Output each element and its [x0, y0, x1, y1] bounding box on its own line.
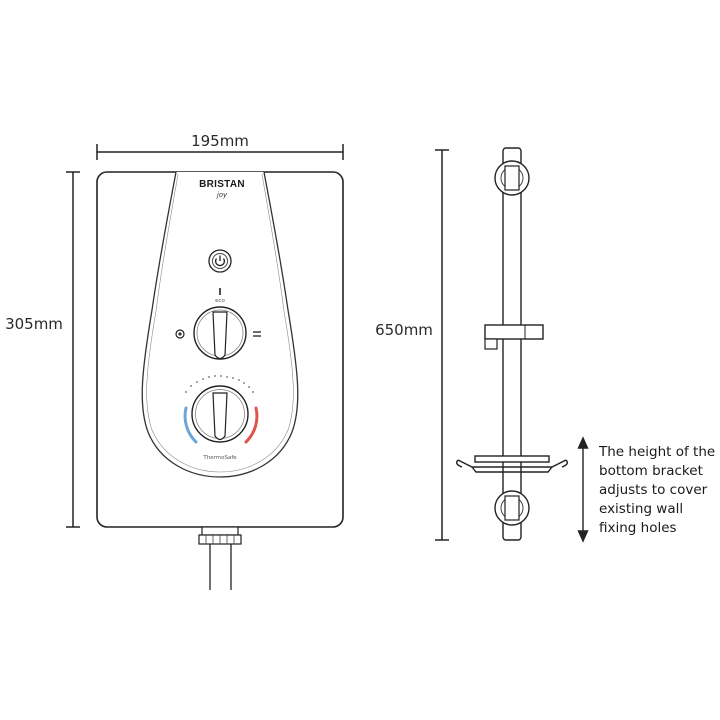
model-name: joy: [216, 191, 228, 199]
adjust-arrow-icon: [577, 436, 589, 543]
full-power-icon: [253, 331, 261, 337]
power-button[interactable]: [208, 249, 232, 273]
temperature-knob[interactable]: [191, 385, 249, 443]
top-bracket: [494, 160, 530, 196]
teardrop-inner: [146, 173, 294, 473]
bottom-bracket: [494, 490, 530, 526]
soap-dish: [455, 455, 569, 473]
power-icon: [214, 255, 226, 267]
inlet-connector: [198, 526, 242, 590]
note-line-4: existing wall: [599, 501, 683, 517]
cold-indicator-icon: [175, 329, 185, 339]
note-line-5: fixing holes: [599, 520, 677, 536]
bracket-note: The height of the bottom bracket adjusts…: [598, 444, 715, 536]
rail-bar: [502, 147, 522, 541]
note-line-2: bottom bracket: [599, 463, 703, 479]
riser-rail: [455, 147, 569, 541]
thermosafe-logo: ThermoSafe: [202, 455, 237, 461]
temperature-arc-hot: [244, 406, 259, 444]
rail-height-dimension: [435, 149, 449, 541]
height-label: 305mm: [5, 315, 63, 333]
brand-logo: BRISTAN: [199, 179, 245, 190]
width-dimension: [96, 144, 344, 160]
rail-height-label: 650mm: [375, 321, 433, 339]
eco-label: eco: [215, 298, 225, 304]
temperature-arc-cold: [183, 406, 198, 444]
note-line-3: adjusts to cover: [599, 482, 708, 498]
width-label: 195mm: [191, 132, 249, 150]
temperature-scale: [185, 375, 254, 393]
shower-unit: BRISTAN joy eco: [96, 171, 344, 590]
mode-knob[interactable]: [193, 306, 247, 360]
height-dimension: [66, 171, 80, 528]
note-line-1: The height of the: [598, 444, 715, 460]
handset-slider[interactable]: [484, 324, 544, 350]
